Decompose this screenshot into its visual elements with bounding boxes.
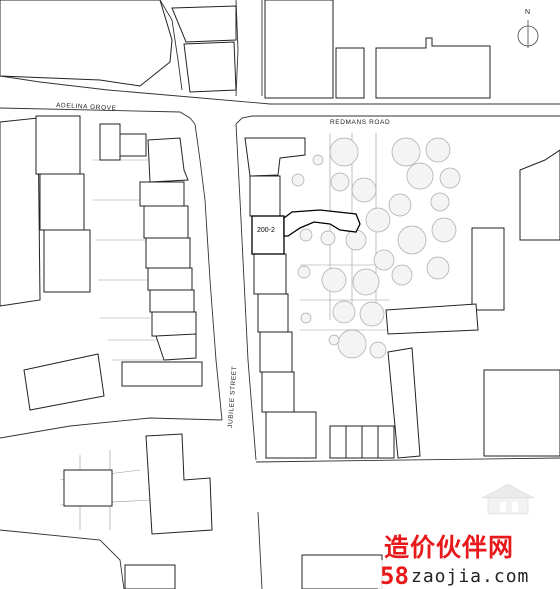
building [244, 137, 306, 177]
building [147, 137, 189, 183]
north-arrow-icon: N [517, 9, 539, 48]
building [143, 205, 189, 239]
trees [291, 137, 461, 359]
north-label: N [525, 9, 530, 16]
building [39, 173, 85, 231]
watermark-logo-icon [481, 483, 535, 515]
building [183, 41, 237, 93]
building [124, 564, 176, 589]
building [375, 37, 491, 99]
building [259, 331, 293, 373]
building [155, 333, 197, 361]
building [121, 361, 203, 387]
building [151, 311, 197, 337]
building [377, 425, 395, 459]
building [249, 175, 281, 217]
building [361, 425, 379, 459]
building [483, 369, 560, 457]
building [385, 303, 479, 335]
building [0, 0, 173, 87]
building [345, 425, 363, 459]
watermark-chinese: 造价伙伴网 [384, 533, 514, 562]
street-label-adelina-grove: ADELINA GROVE [56, 102, 117, 112]
building [119, 133, 147, 157]
building [35, 115, 81, 175]
street-label-jubilee-street: JUBILEE STREET [227, 366, 238, 429]
building [519, 149, 560, 241]
street-label-redmans-road: REDMANS ROAD [330, 119, 390, 126]
building [257, 293, 289, 333]
building [139, 181, 185, 207]
site-label: 200-2 [257, 227, 275, 234]
building [261, 371, 295, 413]
watermark-url: zaojia.com [411, 566, 529, 587]
building [264, 0, 334, 99]
building [43, 229, 91, 293]
building [149, 289, 195, 313]
building [301, 554, 383, 589]
watermark-number: 58 [380, 562, 409, 589]
building [99, 123, 121, 161]
building [0, 117, 41, 307]
building [387, 347, 421, 459]
building [329, 425, 347, 459]
building [145, 237, 191, 269]
building [253, 253, 287, 295]
building [145, 433, 213, 535]
building [171, 5, 237, 43]
building [265, 411, 317, 459]
building [147, 267, 193, 291]
building [471, 227, 505, 311]
building [23, 353, 105, 411]
building [63, 469, 113, 507]
site-200-2: 200-2 [251, 209, 361, 255]
building [335, 47, 365, 99]
